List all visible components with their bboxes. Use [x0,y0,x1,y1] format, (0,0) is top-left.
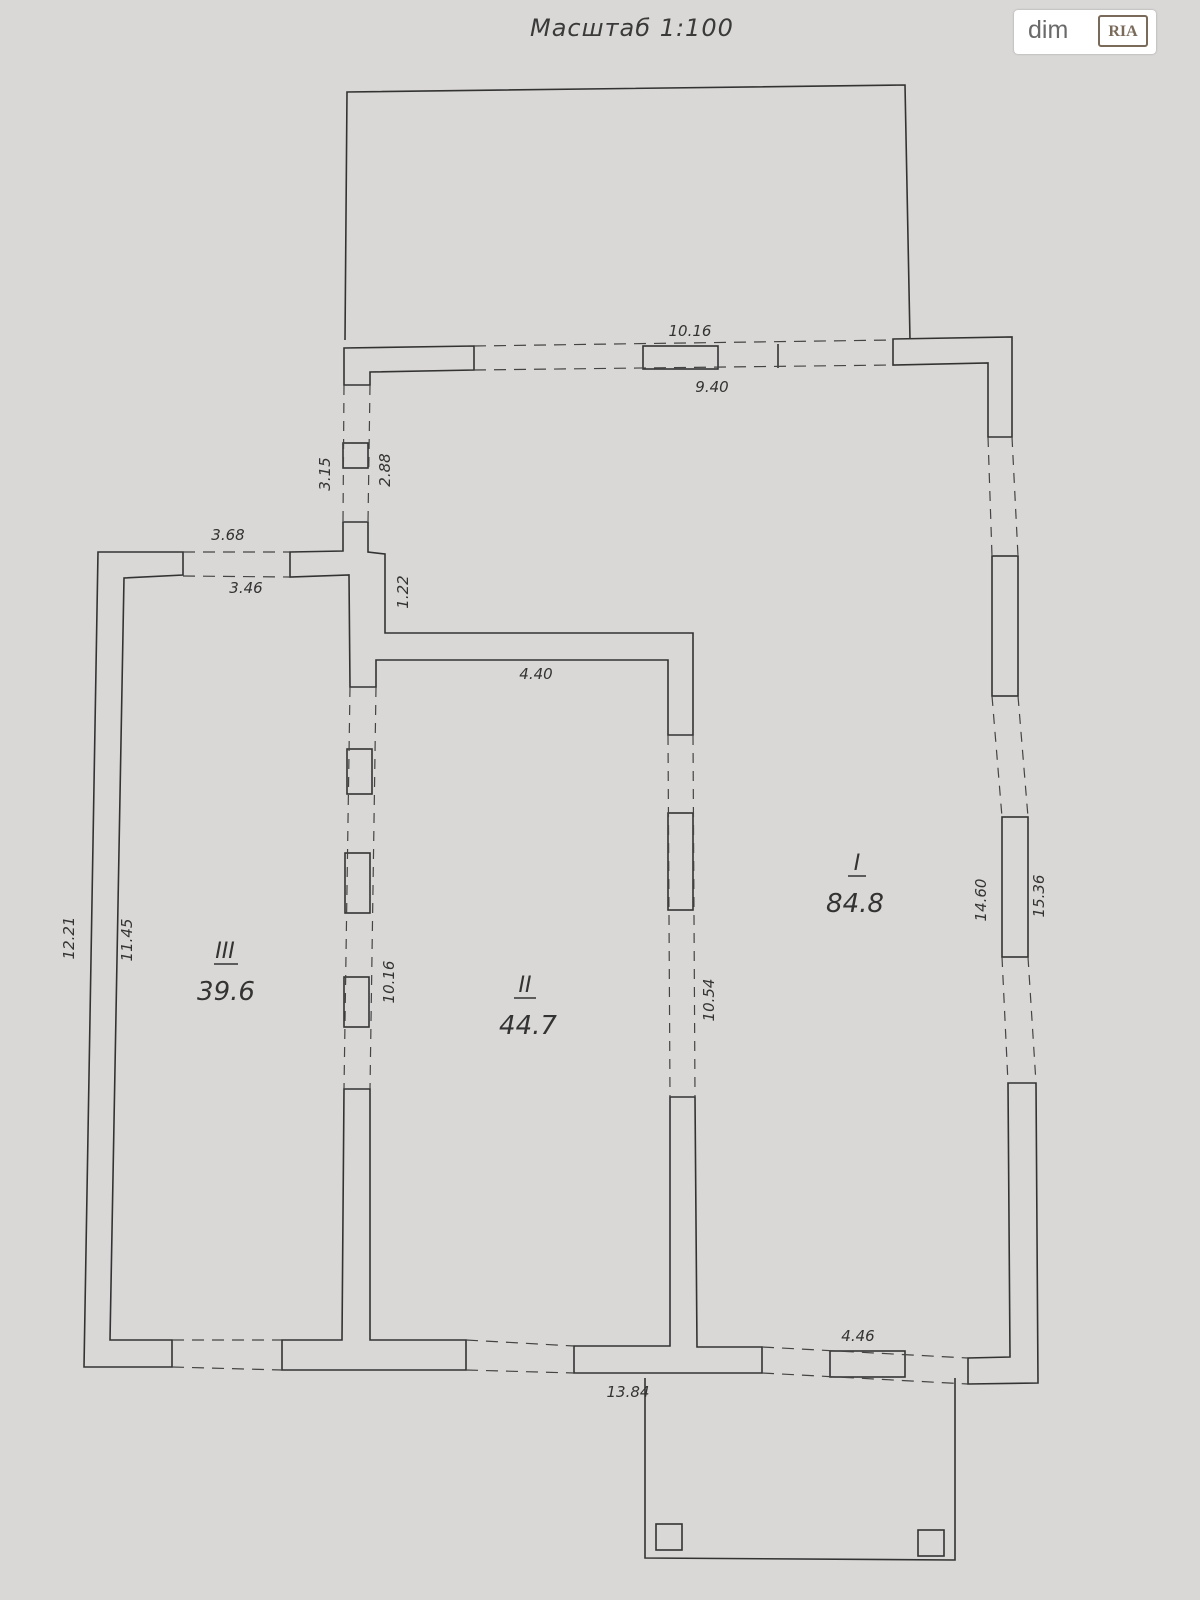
watermark-logo: dim RIA [1014,10,1156,54]
wall-top-right-corner [892,336,1013,438]
porch-post-right [917,1529,945,1557]
room-area-1: 84.8 [826,889,884,919]
wall-room3-top-right [289,521,694,736]
window-bottom-left-outer [171,1366,283,1371]
window-left-upper-inner [367,384,371,523]
wall-top-left-corner [343,345,475,386]
window-top-inner [473,364,894,371]
dim-wing-top-outer: 3.68 [211,526,244,544]
dim-bottom-outer: 13.84 [607,1383,650,1401]
porch-post-left [655,1523,683,1551]
window-right-1-outer [1011,436,1019,557]
room-number-1: I [854,851,861,876]
room-area-3: 39.6 [197,977,255,1007]
wall-right-bottom-corner [967,1082,1039,1385]
room-area-2: 44.7 [499,1011,557,1041]
door-room2-right-inner [692,734,696,1098]
window-bottom-mid-outer [465,1369,575,1374]
door-mid-left [343,686,351,1090]
dim-left-inner: 11.45 [118,919,136,962]
window-right-3-outer [1027,956,1037,1084]
door-room3-top-inner [182,575,291,578]
dim-wall-room3: 10.16 [380,961,398,1004]
wall-room3-left [83,551,184,1368]
wall-left-upper-block [342,442,369,469]
wall-right-seg-1 [991,555,1019,697]
wall-room2-right-seg-1 [667,812,694,911]
annex-outline [344,84,911,341]
wall-bottom-segment [829,1350,906,1378]
window-right-1-inner [987,436,993,557]
dim-left-outer: 12.21 [60,917,78,960]
dim-room2-top: 4.40 [519,665,552,683]
wall-mid-seg-3 [343,976,370,1028]
window-bottom-right-inner [761,1346,969,1359]
wall-top-segment [642,345,719,370]
porch-outline [644,1378,956,1561]
scale-label: Масштаб 1:100 [530,14,734,42]
dim-wall-room2: 10.54 [700,979,718,1022]
dim-bottom-inner: 4.46 [841,1327,874,1345]
wall-mid-seg-1 [346,748,373,795]
window-bottom-mid-inner [465,1339,575,1347]
wall-mid-bottom [281,1088,467,1371]
wall-right-seg-2 [1001,816,1029,958]
dim-top-outer: 10.16 [669,322,712,340]
dim-wing-top-inner: 3.46 [229,579,262,597]
window-top-outer [473,339,894,347]
dim-top-inner: 9.40 [695,378,728,396]
window-left-upper-outer [342,384,345,523]
wall-mid-seg-2 [344,852,371,914]
window-right-2-outer [1017,695,1029,818]
dim-right-outer: 15.36 [1030,875,1048,918]
room-number-2: II [519,973,532,998]
watermark-ria-badge: RIA [1098,15,1148,47]
room-number-3: III [215,939,234,964]
wall-room2-right-bottom [573,1096,763,1374]
door-mid-right [369,686,377,1090]
window-right-2-inner [991,695,1003,818]
window-right-3-inner [1001,956,1009,1084]
dim-left-upper-inner: 2.88 [376,453,394,486]
door-room2-right-outer [667,734,671,1098]
watermark-dim-text: dim [1028,16,1069,44]
window-bottom-right-outer [761,1372,969,1385]
dim-step: 1.22 [394,575,412,608]
dim-left-upper-outer: 3.15 [316,457,334,490]
dim-right-inner: 14.60 [972,879,990,922]
